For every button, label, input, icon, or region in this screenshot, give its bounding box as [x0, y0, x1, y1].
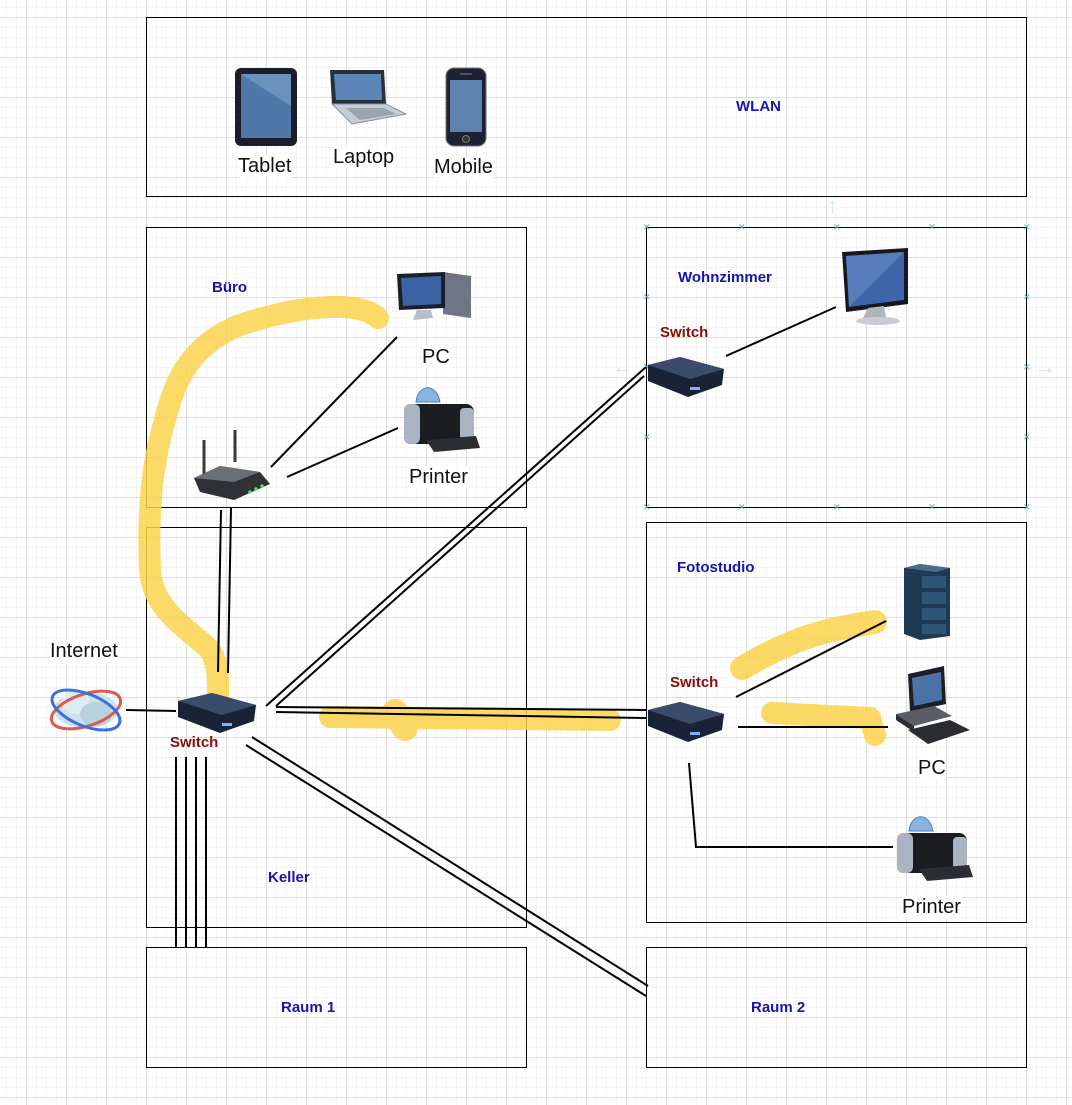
room-label-raum1: Raum 1	[281, 999, 336, 1016]
resize-handle[interactable]: ✕	[1023, 292, 1031, 302]
connector-line	[125, 709, 177, 712]
resize-handle[interactable]: ✕	[643, 432, 651, 442]
room-buero[interactable]	[146, 227, 527, 508]
connector-line	[688, 762, 893, 848]
resize-handle[interactable]: ✕	[833, 502, 841, 512]
arrow-left-icon[interactable]: ←	[612, 354, 634, 379]
wifi-router-icon[interactable]	[190, 426, 274, 506]
connector-line	[217, 509, 222, 673]
network-switch-icon[interactable]	[646, 355, 726, 399]
device-label-internet: Internet	[50, 640, 118, 663]
resize-handle[interactable]: ✕	[1023, 502, 1031, 512]
device-label-buero-pc: PC	[422, 346, 450, 369]
room-label-buero: Büro	[212, 279, 247, 296]
tablet-icon[interactable]	[233, 66, 299, 148]
room-wlan[interactable]	[146, 17, 1027, 197]
connector-line	[251, 736, 649, 987]
device-label-laptop: Laptop	[333, 146, 395, 169]
internet-cloud-icon[interactable]	[46, 680, 126, 738]
connector-line	[275, 711, 647, 719]
highlight-strokes	[138, 295, 887, 746]
room-raum1[interactable]	[146, 947, 527, 1068]
connector-line	[275, 706, 647, 711]
mobile-phone-icon[interactable]	[444, 66, 488, 148]
server-rack-icon[interactable]	[900, 562, 954, 642]
connector-line	[286, 427, 399, 478]
room-raum2[interactable]	[646, 947, 1027, 1068]
switch-label-main: Switch	[170, 734, 219, 751]
device-label-buero-printer: Printer	[409, 466, 468, 489]
room-label-wlan: WLAN	[736, 98, 781, 115]
resize-handle[interactable]: ✕	[738, 502, 746, 512]
network-switch-icon[interactable]	[646, 700, 726, 744]
highlight-stroke	[761, 702, 886, 746]
resize-handle[interactable]: ✕	[833, 222, 841, 232]
room-label-fotostudio: Fotostudio	[677, 559, 755, 576]
connector-lines	[125, 306, 893, 997]
printer-icon[interactable]	[400, 380, 482, 456]
resize-handle[interactable]: ✕	[643, 502, 651, 512]
room-wohnzimmer[interactable]	[646, 227, 1027, 508]
switch-label-wohnzimmer: Switch	[660, 324, 709, 341]
connector-line	[245, 744, 647, 997]
printer-icon[interactable]	[893, 809, 975, 885]
device-label-tablet: Tablet	[238, 155, 292, 178]
switch-label-fotostudio: Switch	[670, 674, 719, 691]
connector-line	[725, 306, 837, 357]
arrow-right-icon[interactable]: →	[1034, 354, 1056, 379]
connector-line	[275, 375, 645, 707]
resize-handle[interactable]: ✕	[643, 222, 651, 232]
resize-handle[interactable]: ✕	[1023, 362, 1031, 372]
resize-handle[interactable]: ✕	[643, 292, 651, 302]
room-label-raum2: Raum 2	[751, 999, 806, 1016]
connector-line	[265, 366, 647, 707]
room-label-wohnzimmer: Wohnzimmer	[678, 269, 772, 286]
device-label-fotostudio-pc: PC	[918, 757, 946, 780]
resize-handle[interactable]: ✕	[1023, 432, 1031, 442]
connector-line	[227, 507, 232, 674]
network-switch-icon[interactable]	[176, 691, 258, 735]
arrow-up-icon[interactable]: ↑	[827, 193, 838, 218]
device-label-mobile: Mobile	[434, 156, 493, 179]
laptop-icon[interactable]	[326, 68, 408, 128]
highlight-stroke	[730, 610, 887, 680]
highlight-stroke	[138, 295, 389, 706]
desktop-pc-icon[interactable]	[894, 666, 972, 748]
highlight-stroke	[319, 706, 621, 731]
resize-handle[interactable]: ✕	[738, 222, 746, 232]
resize-handle[interactable]: ✕	[643, 362, 651, 372]
room-label-keller: Keller	[268, 869, 310, 886]
monitor-icon[interactable]	[840, 246, 912, 326]
resize-handle[interactable]: ✕	[928, 222, 936, 232]
desktop-pc-icon[interactable]	[395, 270, 477, 324]
resize-handle[interactable]: ✕	[1023, 222, 1031, 232]
device-label-fotostudio-printer: Printer	[902, 896, 961, 919]
connector-line	[270, 336, 398, 468]
room-fotostudio[interactable]	[646, 522, 1027, 923]
resize-handle[interactable]: ✕	[928, 502, 936, 512]
connector-line	[735, 620, 887, 698]
